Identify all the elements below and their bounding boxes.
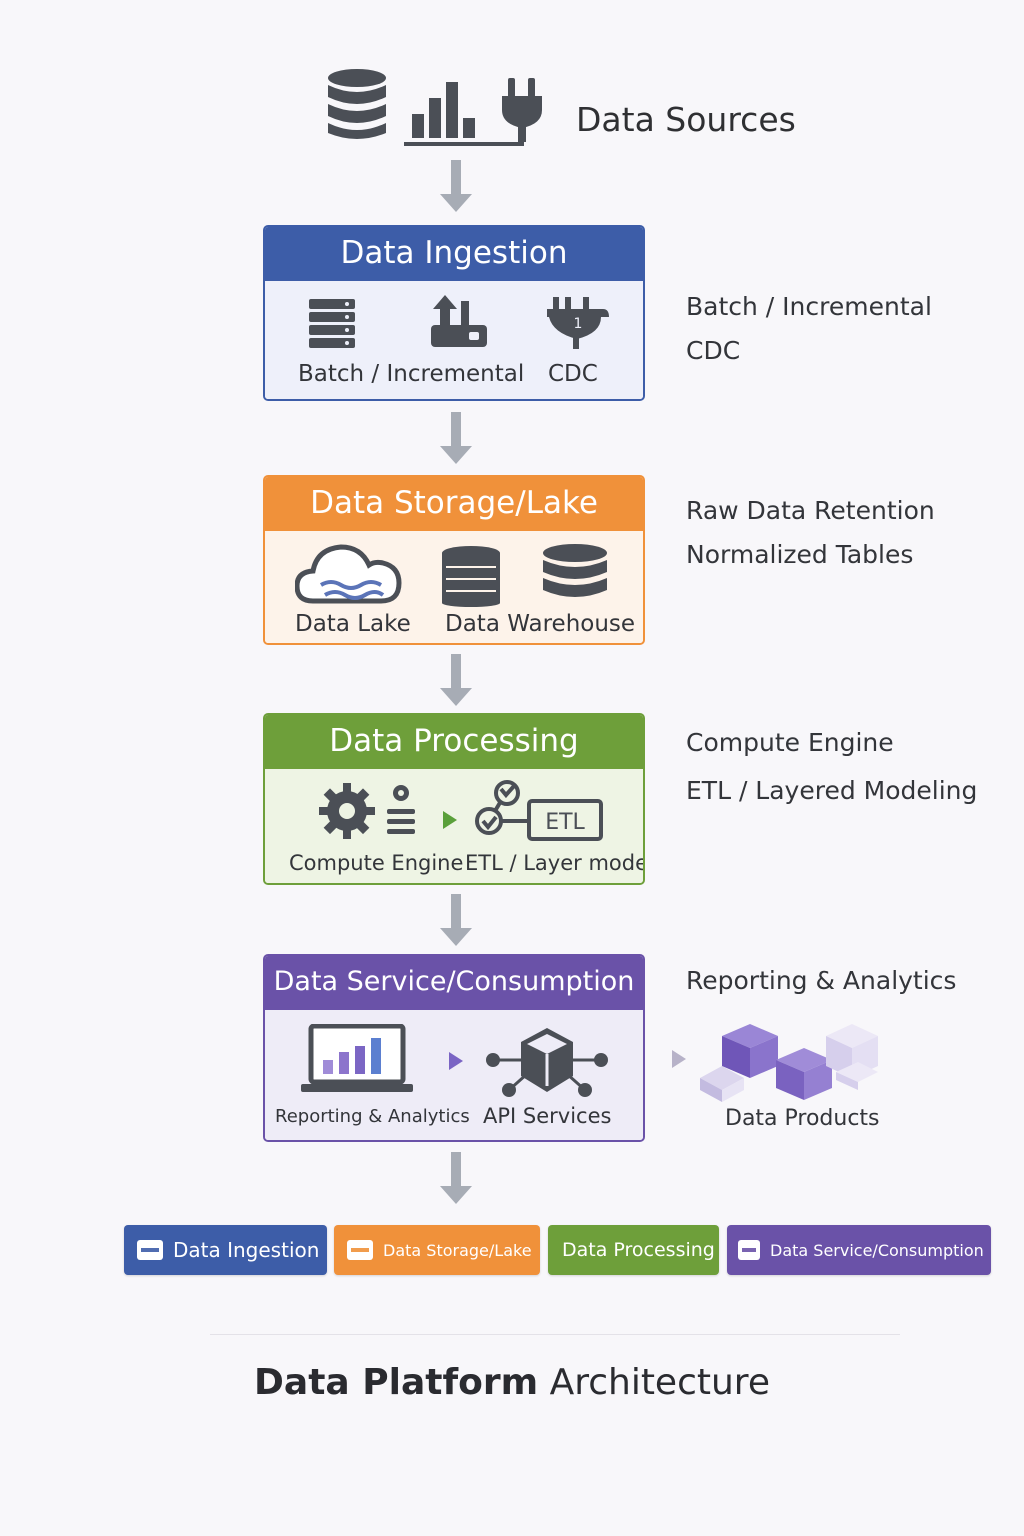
side-note: Reporting & Analytics (686, 966, 957, 995)
bar-chart-icon (404, 82, 524, 146)
stage-data-storage: Data Storage/Lake Data Lake Data Warehou… (263, 475, 645, 645)
side-note: ETL / Layered Modeling (686, 776, 978, 805)
legend-label: Data Storage/Lake (383, 1240, 532, 1260)
legend-data-processing[interactable]: Data Processing (548, 1225, 719, 1275)
stage-title: Data Storage/Lake (265, 477, 643, 531)
play-icon (449, 1052, 463, 1070)
legend-data-service[interactable]: Data Service/Consumption (727, 1225, 991, 1275)
legend-label: Data Processing (562, 1239, 715, 1261)
down-arrow-icon (440, 1152, 472, 1204)
legend-swatch-icon (137, 1240, 163, 1260)
item-label: Data Warehouse (445, 611, 636, 637)
stage-body: ETL Compute Engine ETL / Layer model (265, 769, 645, 883)
down-arrow-icon (440, 654, 472, 706)
server-stack-icon (309, 299, 355, 348)
etl-text: ETL (545, 810, 585, 835)
down-arrow-icon (440, 894, 472, 946)
stage-body: 1 Batch / Incremental CDC (265, 281, 643, 399)
data-sources-title: Data Sources (576, 100, 796, 139)
down-arrow-icon (440, 160, 472, 212)
page-title: Data Platform Architecture (0, 1362, 1024, 1403)
legend-label: Data Ingestion (173, 1238, 320, 1262)
item-label: Batch / Incremental (298, 361, 525, 387)
legend-data-ingestion[interactable]: Data Ingestion (124, 1225, 327, 1275)
item-label: ETL / Layer model (465, 851, 645, 875)
database-icon (543, 544, 607, 597)
legend-swatch-icon (738, 1240, 760, 1260)
stage-data-ingestion: Data Ingestion 1 Batch / Incr (263, 225, 645, 401)
side-note: Batch / Incremental (686, 292, 932, 321)
item-label: Reporting & Analytics (275, 1106, 470, 1127)
side-note: Raw Data Retention (686, 496, 935, 525)
divider (210, 1334, 900, 1335)
side-note: Normalized Tables (686, 540, 914, 569)
play-icon (443, 811, 457, 829)
legend-swatch-icon (347, 1240, 373, 1260)
item-label: Data Lake (295, 611, 411, 637)
down-arrow-icon (440, 412, 472, 464)
stage-body: Reporting & Analytics API Services (265, 1010, 643, 1140)
laptop-chart-icon (301, 1024, 413, 1092)
database-icon (328, 69, 386, 139)
api-cube-icon (486, 1028, 608, 1097)
server-database-icon (442, 546, 500, 607)
stage-title: Data Ingestion (265, 227, 643, 281)
legend-data-storage[interactable]: Data Storage/Lake (334, 1225, 540, 1275)
stage-title: Data Processing (265, 715, 643, 769)
item-label: Compute Engine (289, 851, 464, 875)
stage-body: Data Lake Data Warehouse (265, 531, 643, 643)
upload-icon (431, 295, 487, 347)
item-label: CDC (548, 361, 598, 387)
plug-icon (502, 78, 542, 142)
data-sources-icons (328, 69, 542, 146)
plug-icon: 1 (547, 297, 609, 349)
play-icon (672, 1050, 686, 1068)
side-note: Compute Engine (686, 728, 894, 757)
stage-data-processing: Data Processing (263, 713, 645, 885)
stage-data-service: Data Service/Consumption Reporting & An (263, 954, 645, 1142)
stage-title: Data Service/Consumption (265, 956, 643, 1010)
etl-icon: ETL (475, 780, 603, 841)
gear-icon (319, 783, 415, 839)
svg-text:1: 1 (574, 316, 583, 332)
page-title-rest: Architecture (538, 1362, 770, 1403)
page-title-bold: Data Platform (254, 1362, 539, 1403)
legend-label: Data Service/Consumption (770, 1240, 984, 1260)
data-products-cubes-icon (700, 1024, 878, 1102)
side-note: CDC (686, 336, 741, 365)
data-products-label: Data Products (725, 1106, 880, 1131)
item-label: API Services (483, 1104, 612, 1128)
cloud-lake-icon (295, 544, 402, 604)
